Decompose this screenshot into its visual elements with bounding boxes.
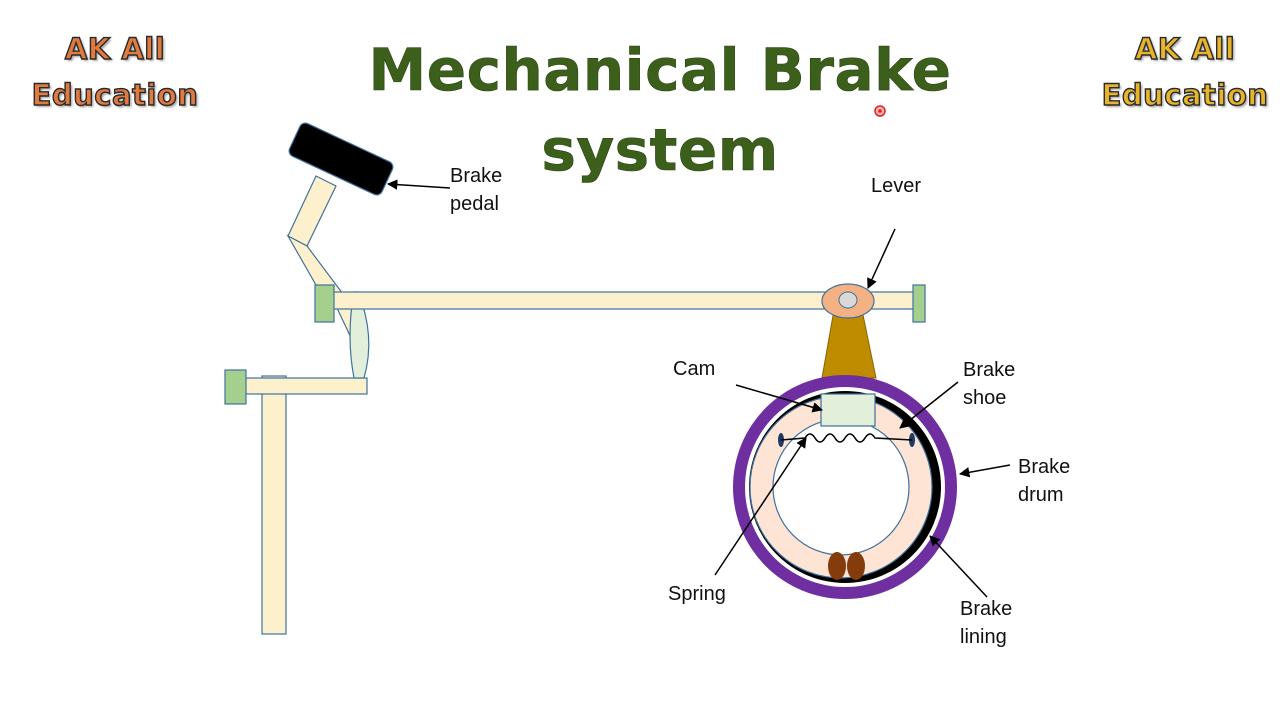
page-title: Mechanical Brake system <box>368 36 952 185</box>
label-brake-pedal-line-1: Brake <box>450 165 502 187</box>
brake-shoe <box>749 395 933 579</box>
label-brake-pedal: Brake pedal <box>450 165 508 215</box>
label-brake-lining-line-1: Brake <box>960 598 1012 620</box>
brand-right-line-2: Education <box>1101 77 1269 112</box>
arrow-lever <box>867 228 896 289</box>
brake-pedal-pad <box>288 122 394 196</box>
label-spring: Spring <box>668 583 726 605</box>
brake-shoe-anchor-pins <box>828 552 865 580</box>
lever <box>821 283 875 319</box>
brand-logo-left: AK All Education <box>30 26 200 118</box>
arrow-brake-shoe <box>899 381 959 429</box>
arrow-cam <box>735 384 824 413</box>
return-spring <box>778 433 915 447</box>
label-brake-shoe-line-2: shoe <box>963 387 1006 409</box>
label-brake-lining: Brake lining <box>960 598 1018 648</box>
label-brake-drum: Brake drum <box>1018 456 1076 506</box>
lower-rod <box>244 377 368 395</box>
pedal-arm-upper <box>287 175 337 247</box>
pointer-cursor-dot <box>874 105 886 117</box>
lower-rod-mount <box>224 369 247 405</box>
label-lever: Lever <box>871 175 921 197</box>
arrow-spring <box>714 437 807 576</box>
arrow-brake-lining <box>929 535 988 598</box>
support-post <box>261 375 287 635</box>
rod-end-mount <box>912 284 926 323</box>
label-brake-shoe-line-1: Brake <box>963 359 1015 381</box>
brand-left-line-1: AK All <box>64 31 166 66</box>
arrow-brake-pedal <box>386 179 451 190</box>
lever-bracket <box>821 309 877 379</box>
bell-crank <box>349 291 370 379</box>
label-brake-pedal-line-2: pedal <box>450 193 499 215</box>
pedal-pivot-mount <box>314 284 335 323</box>
rod-end-right <box>867 291 919 310</box>
label-brake-drum-line-2: drum <box>1018 484 1064 506</box>
brand-right-line-1: AK All <box>1134 31 1236 66</box>
label-brake-shoe: Brake shoe <box>963 359 1021 409</box>
brand-logo-right: AK All Education <box>1100 26 1270 118</box>
arrow-brake-drum <box>958 464 1011 478</box>
main-pull-rod <box>331 291 829 310</box>
label-brake-lining-line-2: lining <box>960 626 1007 648</box>
brake-cam <box>820 393 876 427</box>
label-brake-drum-line-1: Brake <box>1018 456 1070 478</box>
label-cam: Cam <box>673 358 715 380</box>
brand-left-line-2: Education <box>31 77 199 112</box>
